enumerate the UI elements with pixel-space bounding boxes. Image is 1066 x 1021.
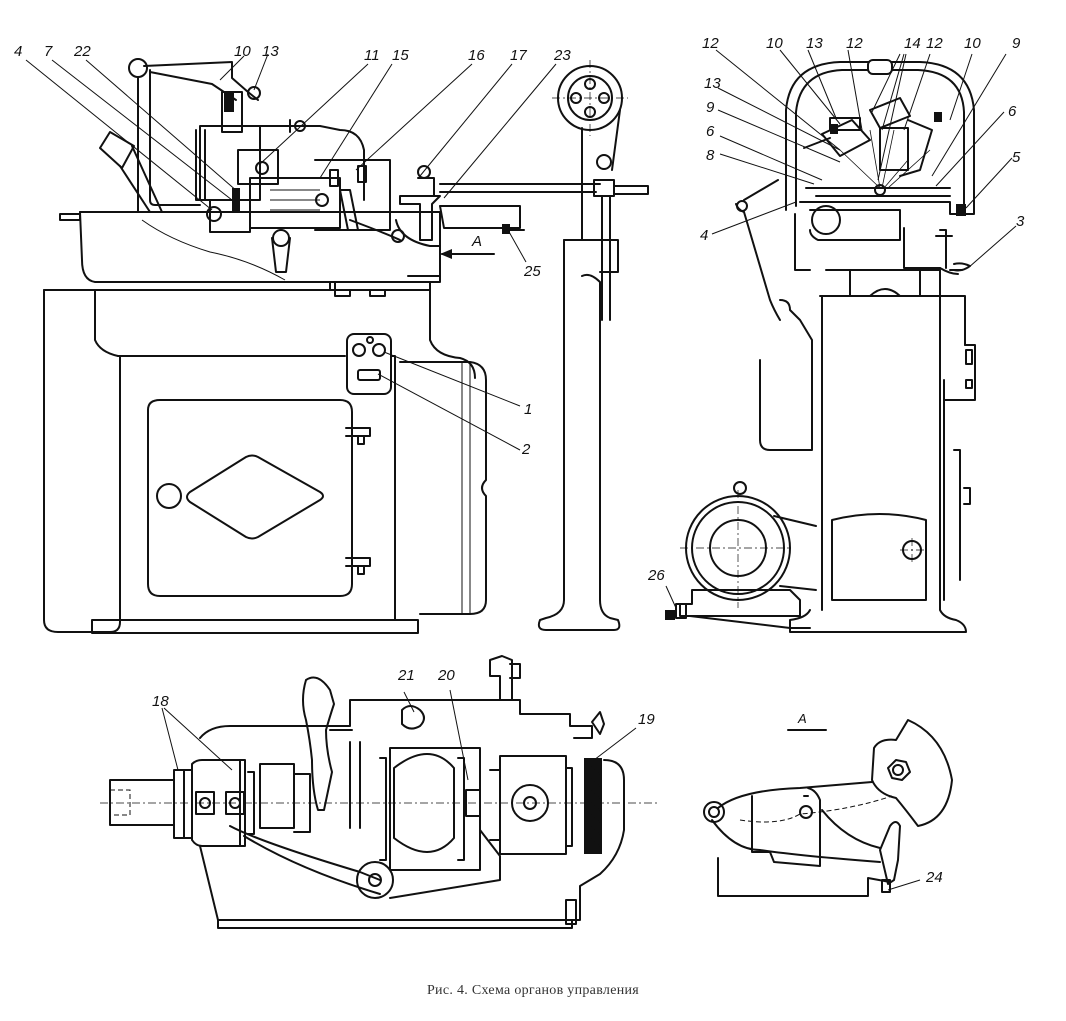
callout-15: 15 (392, 47, 409, 64)
top-view-machine (100, 655, 660, 929)
callout-13-side-a: 13 (806, 35, 823, 52)
callout-1: 1 (524, 401, 533, 418)
leader-lines (25, 49, 1017, 891)
callout-22: 22 (74, 43, 91, 60)
callout-9-side-a: 9 (1012, 35, 1021, 52)
callout-2: 2 (522, 441, 531, 458)
callout-5: 5 (1012, 149, 1021, 166)
callout-12-side-b: 12 (846, 35, 863, 52)
callout-12-side-c: 12 (926, 35, 943, 52)
callout-20: 20 (438, 667, 455, 684)
callout-21: 21 (398, 667, 415, 684)
callout-10-side-a: 10 (766, 35, 783, 52)
callout-9-side-b: 9 (706, 99, 715, 116)
callout-4-front: 4 (14, 43, 23, 60)
callout-16: 16 (468, 47, 485, 64)
callout-23: 23 (554, 47, 571, 64)
callout-6-side-a: 6 (706, 123, 715, 140)
callout-25: 25 (524, 263, 541, 280)
callout-11: 11 (364, 47, 380, 64)
view-a-title: A (798, 711, 807, 726)
callout-19: 19 (638, 711, 655, 728)
callout-10-side-b: 10 (964, 35, 981, 52)
side-view-machine (665, 59, 976, 633)
view-a (703, 719, 953, 897)
stand-and-pulley (537, 60, 649, 631)
callout-13-front: 13 (262, 43, 279, 60)
callout-4-side: 4 (700, 227, 709, 244)
callout-24: 24 (926, 869, 943, 886)
callout-18: 18 (152, 693, 169, 710)
figure-caption: Рис. 4. Схема органов управления (426, 983, 640, 998)
callout-14: 14 (904, 35, 921, 52)
callout-17: 17 (510, 47, 527, 64)
callout-6-side-b: 6 (1008, 103, 1017, 120)
callout-3: 3 (1016, 213, 1025, 230)
callout-12-side-a: 12 (702, 35, 719, 52)
callout-8: 8 (706, 147, 715, 164)
callout-26: 26 (648, 567, 665, 584)
view-arrow-a-label: A (472, 233, 483, 250)
callout-13-side-b: 13 (704, 75, 721, 92)
front-view-machine (43, 58, 601, 634)
callout-10-front: 10 (234, 43, 251, 60)
callout-7: 7 (44, 43, 53, 60)
